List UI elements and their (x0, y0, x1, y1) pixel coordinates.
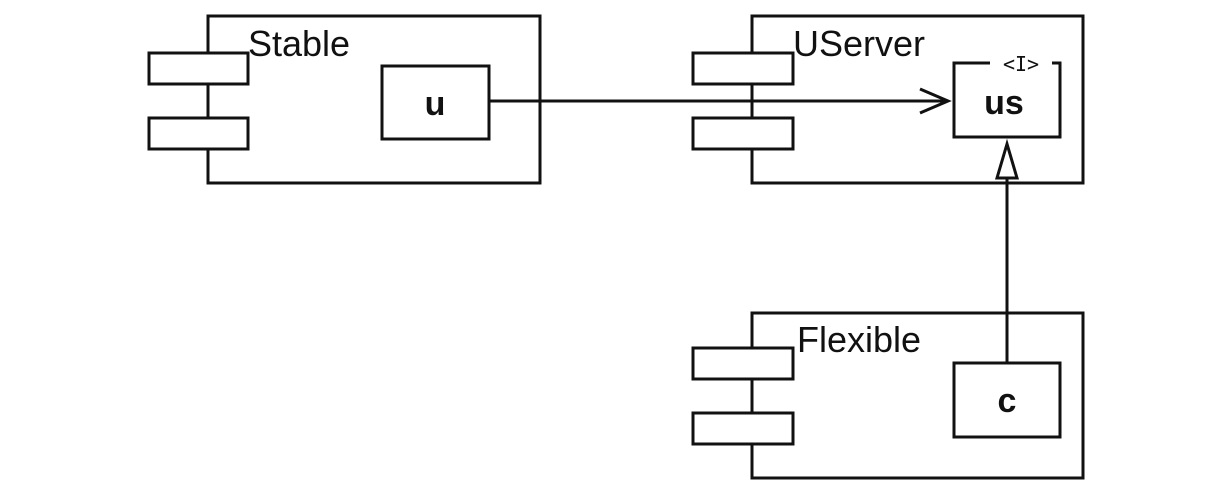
connection-c-to-us (994, 138, 1020, 363)
component-flexible-title: Flexible (797, 319, 921, 360)
part-us-stereotype: <I> (1003, 52, 1039, 76)
part-us-box (952, 61, 1062, 139)
component-flexible: Flexible c (691, 311, 1085, 480)
component-userver-port-bottom (691, 116, 795, 151)
connection-u-to-us (489, 87, 952, 115)
component-flexible-port-bottom (691, 411, 795, 446)
part-c-label: c (998, 382, 1017, 420)
part-us-label: us (984, 84, 1024, 122)
dependency-arrowhead-icon (919, 87, 952, 115)
component-stable-title: Stable (248, 23, 350, 64)
part-u-box (380, 64, 491, 141)
component-userver-port-top (691, 51, 795, 86)
component-stable-port-bottom (147, 116, 250, 151)
part-c-box (952, 361, 1062, 439)
part-u-label: u (425, 85, 446, 123)
component-userver-title: UServer (793, 23, 925, 64)
realization-triangle-icon (994, 138, 1020, 180)
component-flexible-port-top (691, 346, 795, 381)
component-stable-port-top (147, 51, 250, 86)
component-stable: Stable u (147, 14, 542, 185)
